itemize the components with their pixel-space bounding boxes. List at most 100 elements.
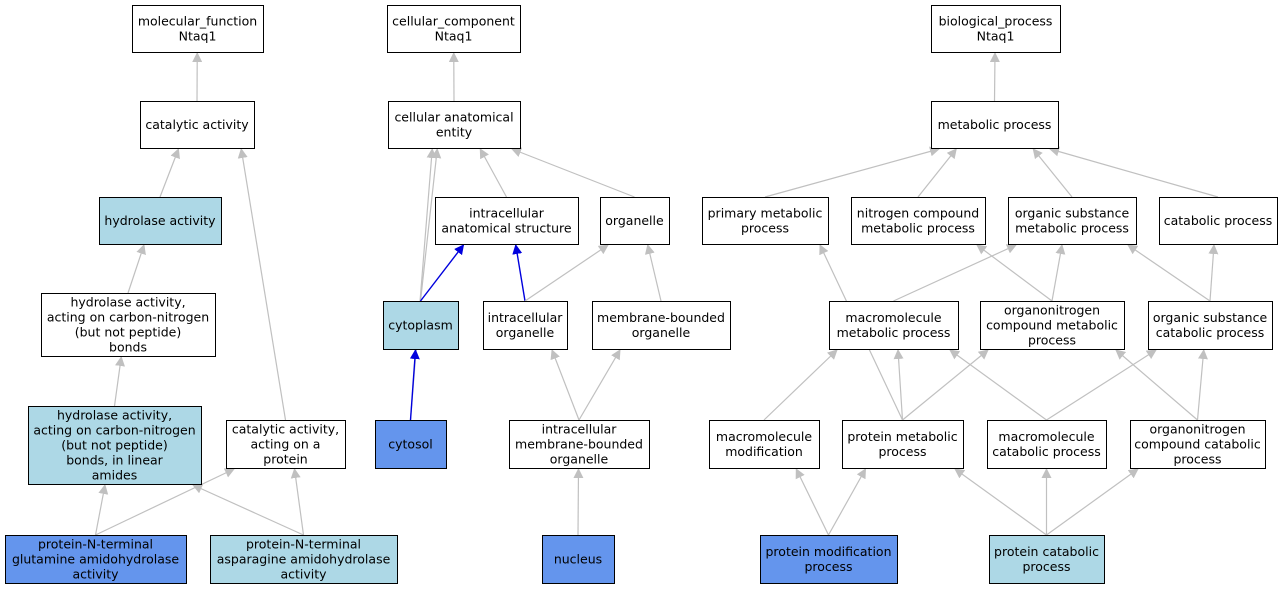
edge-metabolic-process-to-bp-root xyxy=(989,52,1000,102)
node-label-line: Ntaq1 xyxy=(435,29,473,44)
node-organelle[interactable]: organelle xyxy=(600,197,670,245)
node-box xyxy=(931,101,1059,149)
edge-catalytic-on-protein-to-catalytic-activity xyxy=(237,148,287,421)
node-label-line: modification xyxy=(725,444,803,459)
node-label-line: acting on a xyxy=(251,437,321,452)
node-box xyxy=(989,535,1105,584)
node-label-line: protein catabolic xyxy=(994,544,1099,559)
node-label-line: metabolic process xyxy=(1015,221,1129,236)
node-label-line: (but not peptide) xyxy=(75,325,182,340)
node-label-line: intracellular xyxy=(542,422,618,437)
node-label-line: bonds, in linear xyxy=(66,453,163,468)
node-cytoplasm[interactable]: cytoplasm xyxy=(383,301,459,350)
node-label-line: nitrogen compound xyxy=(857,206,979,221)
edge-gln-amidohydrolase-to-catalytic-on-protein xyxy=(95,468,235,536)
node-box xyxy=(1130,420,1266,469)
node-label-line: organic substance xyxy=(1153,310,1268,325)
node-label-line: catalytic activity, xyxy=(232,422,339,437)
node-box xyxy=(41,293,216,357)
edge-cytoplasm-to-cellular-anatomical-entity xyxy=(419,148,442,302)
edge-cytosol-to-cytoplasm xyxy=(409,349,420,421)
node-label-line: process xyxy=(804,559,852,574)
node-label-line: metabolic process xyxy=(938,117,1052,132)
edge-hydrolase-cn-linear-to-hydrolase-cn xyxy=(113,356,125,407)
node-cytosol[interactable]: cytosol xyxy=(375,420,447,469)
node-catalytic-activity[interactable]: catalytic activity xyxy=(140,101,255,149)
node-hydrolase-cn[interactable]: hydrolase activity,acting on carbon-nitr… xyxy=(41,293,216,357)
edge-membrane-bounded-organelle-to-organelle xyxy=(644,244,662,302)
node-label-line: membrane-bounded xyxy=(515,437,643,452)
edge-organelle-to-cellular-anatomical-entity xyxy=(511,147,635,198)
edge-cytoplasm-to-intracellular-anatomical-structure xyxy=(419,244,465,302)
node-label-line: membrane-bounded xyxy=(597,310,725,325)
node-metabolic-process[interactable]: metabolic process xyxy=(931,101,1059,149)
node-label-line: nucleus xyxy=(554,552,602,567)
edge-protein-modification-process-to-protein-metabolic-process xyxy=(827,468,867,536)
edge-protein-modification-process-to-macromolecule-modification xyxy=(795,468,830,536)
node-label-line: macromolecule xyxy=(845,310,941,325)
node-label-line: (but not peptide) xyxy=(61,438,168,453)
node-label-line: molecular_function xyxy=(138,14,257,29)
node-box xyxy=(1148,301,1273,350)
node-hydrolase-activity[interactable]: hydrolase activity xyxy=(99,197,222,245)
node-label-line: organelle xyxy=(632,325,691,340)
node-label-line: activity xyxy=(72,567,119,582)
node-box xyxy=(1159,197,1278,245)
node-catabolic-process[interactable]: catabolic process xyxy=(1159,197,1278,245)
node-hydrolase-cn-linear[interactable]: hydrolase activity,acting on carbon-nitr… xyxy=(28,406,202,485)
edge-organonitrogen-compound-catabolic-process-to-organic-substance-catabolic-process xyxy=(1196,349,1208,421)
node-box xyxy=(5,535,187,584)
node-box xyxy=(542,535,615,584)
node-label-line: protein-N-terminal xyxy=(38,537,153,552)
node-label-line: cytoplasm xyxy=(388,318,453,333)
node-box xyxy=(226,420,346,469)
node-box xyxy=(931,5,1061,53)
node-box xyxy=(1008,197,1137,245)
edge-protein-metabolic-process-to-organonitrogen-compound-metabolic-process xyxy=(902,349,989,421)
node-label-line: cellular_component xyxy=(392,14,515,29)
node-box xyxy=(140,101,255,149)
node-nucleus[interactable]: nucleus xyxy=(542,535,615,584)
node-label-line: process xyxy=(878,444,926,459)
node-label-line: metabolic process xyxy=(861,221,975,236)
edge-intracellular-organelle-to-organelle xyxy=(524,244,609,302)
node-label-line: entity xyxy=(436,125,473,140)
edge-organic-substance-catabolic-process-to-catabolic-process xyxy=(1208,244,1219,302)
node-box xyxy=(829,301,959,350)
edge-primary-metabolic-process-to-metabolic-process xyxy=(764,146,940,198)
node-box xyxy=(760,535,898,584)
edge-intracellular-membrane-bounded-organelle-to-intracellular-organelle xyxy=(550,349,580,421)
edge-nucleus-to-intracellular-membrane-bounded-organelle xyxy=(573,468,584,536)
edge-hydrolase-activity-to-catalytic-activity xyxy=(159,148,180,198)
edge-nitrogen-compound-metabolic-process-to-metabolic-process xyxy=(917,148,957,198)
node-label-line: acting on carbon-nitrogen xyxy=(47,310,209,325)
node-label-line: catabolic process xyxy=(1156,325,1265,340)
node-label-line: hydrolase activity, xyxy=(70,295,185,310)
node-label-line: macromolecule xyxy=(716,429,812,444)
node-box xyxy=(709,420,820,469)
